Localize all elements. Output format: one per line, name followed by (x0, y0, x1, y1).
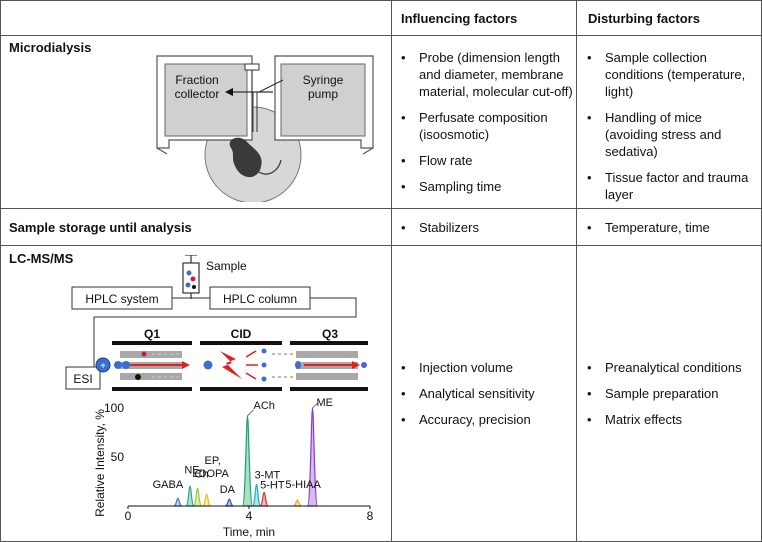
fraction-collector-label-line2: collector (175, 87, 220, 101)
chart-peak-label: 3-MT (255, 469, 281, 481)
q3-label: Q3 (322, 327, 338, 341)
lcms-influencing-list: Injection volume Analytical sensitivity … (398, 359, 574, 437)
sample-label: Sample (206, 259, 247, 273)
svg-text:+: + (100, 361, 106, 372)
list-item: Stabilizers (398, 219, 574, 236)
fraction-collector-window (164, 63, 248, 137)
chart-peak-label: 5-HT (260, 479, 285, 491)
chart-peak-label: EP, (204, 455, 220, 467)
list-item: Handling of mice (avoiding stress and se… (584, 109, 756, 160)
list-item: Preanalytical conditions (584, 359, 756, 376)
row-title-microdialysis: Microdialysis (9, 40, 92, 55)
q1-label: Q1 (144, 327, 160, 341)
list-item: Injection volume (398, 359, 574, 376)
row-divider-2 (0, 245, 762, 246)
chart-peak-label: LDOPA (192, 468, 229, 480)
cid-label: CID (231, 327, 252, 341)
esi-box (65, 366, 101, 390)
list-item: Sampling time (398, 178, 574, 195)
list-item: Matrix effects (584, 411, 756, 428)
list-item: Sample preparation (584, 385, 756, 402)
list-item: Perfusate composition (isoosmotic) (398, 109, 574, 143)
header-disturbing: Disturbing factors (588, 11, 700, 26)
microdialysis-disturbing-list: Sample collection conditions (temperatur… (584, 49, 756, 212)
chart-peak (251, 483, 262, 507)
chart-y-tick-label: 100 (104, 401, 124, 415)
list-item: Accuracy, precision (398, 411, 574, 428)
table-border-top (0, 0, 762, 1)
microdialysis-diagram: Fraction collector Syringe pump (156, 55, 374, 202)
chart-peak (192, 487, 203, 507)
chart-peak-label: GABA (153, 479, 184, 491)
lightning-icon (220, 351, 242, 379)
cid-cell: CID (200, 327, 282, 391)
arrow-left-icon (225, 88, 233, 96)
chart-x-tick-label: 8 (367, 509, 374, 523)
hplc-column-label: HPLC column (223, 292, 297, 306)
table-border-left (0, 0, 1, 542)
chart-y-tick-label: 50 (111, 450, 125, 464)
list-item: Tissue factor and trauma layer (584, 169, 756, 203)
chart-leader-line (247, 409, 254, 417)
syringe-pump-window (280, 63, 366, 137)
chart-peak-label: NE (184, 464, 199, 476)
swivel-icon (244, 63, 260, 71)
chart-leader-line (312, 401, 319, 409)
syringe-pump-label-line2: pump (308, 87, 338, 101)
storage-disturbing-list: Temperature, time (584, 219, 756, 245)
chart-peak-label: DA (220, 484, 236, 496)
chart-peak-label: Ch (195, 468, 209, 480)
list-item: Probe (dimension length and diameter, me… (398, 49, 574, 100)
chart-x-tick-label: 4 (246, 509, 253, 523)
chart-peak (259, 491, 269, 507)
chart-peak (306, 407, 319, 507)
lcms-schematic: Sample HPLC system HPLC column ESI + Q1 (65, 255, 368, 391)
chart-peak (225, 498, 234, 507)
ion-plus-icon (95, 357, 111, 373)
mouse-icon (229, 137, 262, 178)
q1-arrow-icon (182, 361, 190, 369)
esi-label: ESI (73, 372, 92, 386)
x-axis-label: Time, min (223, 525, 275, 538)
row-title-lcms: LC-MS/MS (9, 251, 74, 266)
row-divider-1 (0, 208, 762, 209)
chart-x-tick-label: 0 (125, 509, 132, 523)
chart-peak-label: ME (317, 398, 334, 409)
q3-quadrupole: Q3 (272, 327, 368, 391)
chart-peak (202, 493, 211, 507)
header-influencing: Influencing factors (401, 11, 518, 26)
syringe-pump-label-line1: Syringe (303, 73, 344, 87)
column-divider-2 (576, 0, 577, 542)
microdialysis-influencing-list: Probe (dimension length and diameter, me… (398, 49, 574, 204)
column-divider-1 (391, 0, 392, 542)
chart-peak (185, 485, 195, 507)
chart-peak (293, 499, 302, 507)
row-title-storage: Sample storage until analysis (9, 220, 192, 235)
y-axis-label: Relative Intensity, % (93, 409, 107, 517)
list-item: Temperature, time (584, 219, 756, 236)
q1-quadrupole: Q1 (112, 327, 192, 391)
chart-peak (173, 497, 183, 507)
chart-peak-label: 5-HIAA (285, 479, 321, 491)
fraction-collector-label-line1: Fraction (175, 73, 218, 87)
chart-peak-label: ACh (253, 400, 274, 412)
q3-arrow-icon (352, 361, 360, 369)
list-item: Analytical sensitivity (398, 385, 574, 402)
hplc-system-label: HPLC system (85, 292, 158, 306)
chart-peak (241, 415, 254, 507)
header-divider (0, 35, 762, 36)
lcms-disturbing-list: Preanalytical conditions Sample preparat… (584, 359, 756, 437)
list-item: Flow rate (398, 152, 574, 169)
list-item: Sample collection conditions (temperatur… (584, 49, 756, 100)
storage-influencing-list: Stabilizers (398, 219, 574, 245)
